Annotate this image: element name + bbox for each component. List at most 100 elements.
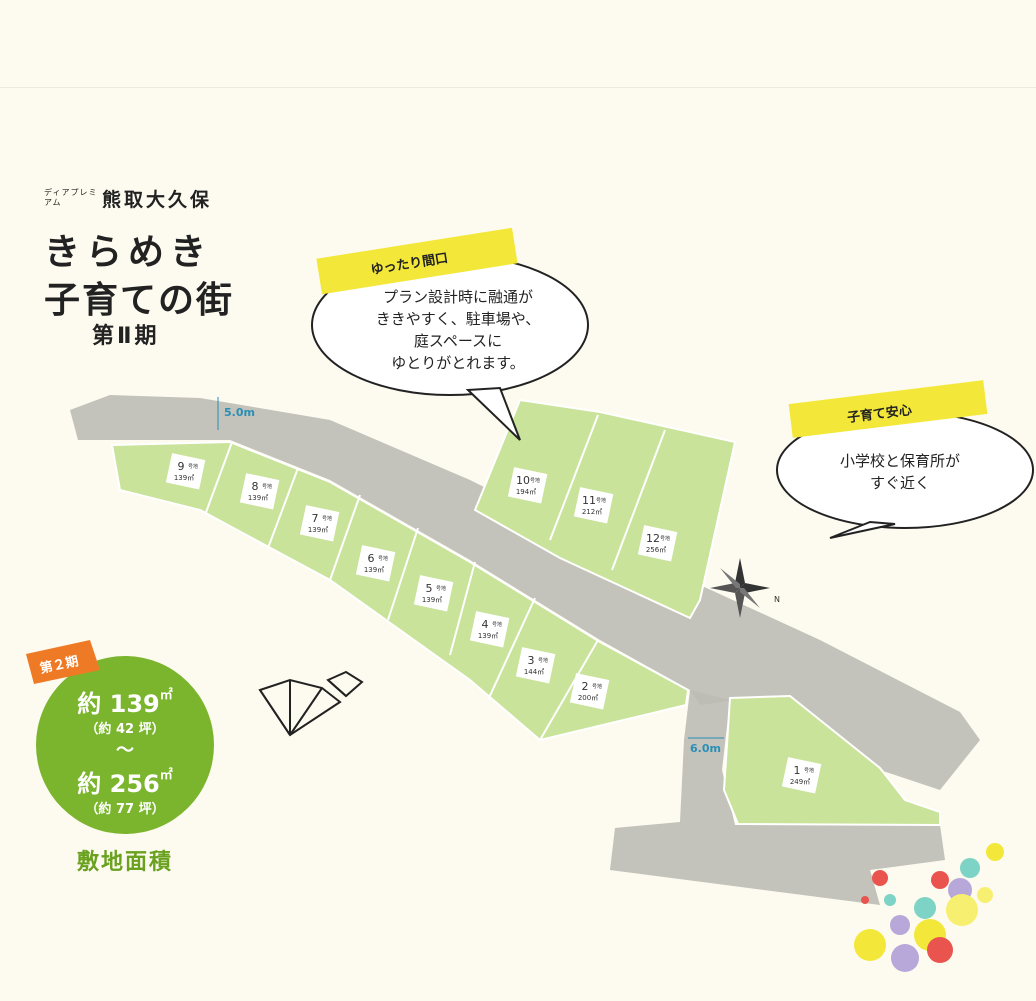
callout-frontage-line-2: ききやすく、駐車場や、	[376, 310, 541, 328]
callout-frontage-line-1: プラン設計時に融通が	[383, 288, 533, 306]
lot-11-area: 212㎡	[582, 508, 602, 516]
callout-frontage-line-3: 庭スペースに	[414, 332, 502, 350]
lot-7-suffix: 号地	[322, 515, 332, 522]
lot-blocks	[110, 398, 941, 827]
lot-1-number: 1	[794, 764, 801, 777]
lot-6-suffix: 号地	[378, 555, 388, 562]
callout-frontage: ゆったり間口 プラン設計時に融通が ききやすく、駐車場や、 庭スペースに ゆとり…	[311, 227, 589, 441]
lot-8-marker	[239, 473, 280, 510]
lot-12-number: 12	[646, 532, 660, 545]
lot-2-marker	[569, 673, 610, 710]
lot-10-area: 194㎡	[516, 488, 536, 496]
decorative-hexagons	[854, 843, 1004, 972]
title-block: ディアプレミアム 熊取大久保 きらめき 子育ての街 第Ⅱ期	[44, 185, 304, 355]
lot-8-suffix: 号地	[262, 483, 272, 490]
phase-badge-text: 第２期	[38, 653, 79, 677]
area-min-unit: ㎡	[159, 688, 173, 703]
lot-6-number: 6	[368, 552, 375, 565]
lot-5-suffix: 号地	[436, 585, 446, 592]
lot-9-area: 139㎡	[174, 474, 194, 482]
lot-2-number: 2	[582, 680, 589, 693]
lot-10-suffix: 号地	[530, 477, 540, 484]
callout-childcare: 子育て安心 小学校と保育所が すぐ近く	[776, 380, 1034, 539]
lot-9-suffix: 号地	[188, 463, 198, 470]
lot-11-marker	[573, 487, 614, 524]
top-header-bar	[0, 0, 1036, 88]
area-min-value: 約 139	[77, 690, 160, 718]
lot-3-marker	[515, 647, 556, 684]
lot-9-marker	[165, 453, 206, 490]
lot-8-area: 139㎡	[248, 494, 268, 502]
lot-10-marker	[507, 467, 548, 504]
main-road-width-label: 5.0m	[224, 406, 255, 419]
title-line-1: きらめき	[44, 232, 213, 273]
phase-badge: 第２期	[26, 640, 100, 684]
lot-5-marker	[413, 575, 454, 612]
site-area-circle: 約 139㎡ （約 42 坪） 〜 約 256㎡ （約 77 坪）	[36, 656, 214, 834]
phase-label: 第Ⅱ期	[92, 324, 160, 349]
lot-dividers	[204, 414, 666, 741]
lot-5-number: 5	[426, 582, 433, 595]
lot-1-marker	[781, 757, 822, 794]
area-max-tsubo: （約 77 坪）	[85, 802, 165, 817]
lot-10-number: 10	[516, 474, 530, 487]
lot-7-number: 7	[312, 512, 319, 525]
compass-north-label: N	[774, 595, 780, 604]
lot-2-area: 200㎡	[578, 694, 598, 702]
lot-4-number: 4	[482, 618, 489, 631]
site-area-caption: 敷地面積	[76, 850, 173, 875]
area-max-unit: ㎡	[159, 768, 173, 783]
brand-prefix: ディアプレミアム	[44, 188, 98, 207]
main-road	[70, 395, 980, 790]
lot-4-area: 139㎡	[478, 632, 498, 640]
east-lot-block	[722, 694, 941, 827]
lot-3-area: 144㎡	[524, 668, 544, 676]
callout-frontage-line-4: ゆとりがとれます。	[391, 354, 525, 372]
lot-2-suffix: 号地	[592, 683, 602, 690]
callout-childcare-line-1: 小学校と保育所が	[840, 452, 960, 470]
lot-6-area: 139㎡	[364, 566, 384, 574]
lot-11-suffix: 号地	[596, 497, 606, 504]
lot-3-suffix: 号地	[538, 657, 548, 664]
compass-rose: N	[710, 558, 780, 618]
lot-5-area: 139㎡	[422, 596, 442, 604]
lot-3-number: 3	[528, 654, 535, 667]
area-min-tsubo: （約 42 坪）	[85, 722, 165, 737]
area-max-value: 約 256	[77, 770, 160, 798]
side-road-width: 6.0m	[688, 737, 724, 755]
area-range-mark: 〜	[116, 740, 134, 761]
main-road-width: 5.0m	[217, 397, 255, 430]
diamond-icon	[258, 670, 364, 737]
callout-childcare-tag	[788, 380, 988, 438]
lot-9-number: 9	[178, 460, 185, 473]
lot-6-marker	[355, 545, 396, 582]
title-line-2: 子育ての街	[44, 280, 235, 321]
brand-name: 熊取大久保	[102, 189, 213, 211]
lot-4-marker	[469, 611, 510, 648]
side-road-width-label: 6.0m	[690, 742, 721, 755]
lot-4-suffix: 号地	[492, 621, 502, 628]
callout-childcare-line-2: すぐ近く	[870, 474, 930, 492]
lot-12-suffix: 号地	[660, 535, 670, 542]
lot-7-area: 139㎡	[308, 526, 328, 534]
callout-childcare-tag-text: 子育て安心	[846, 402, 912, 426]
lot-11-number: 11	[582, 494, 596, 507]
side-road	[610, 690, 945, 905]
lot-12-area: 256㎡	[646, 546, 666, 554]
lot-1-area: 249㎡	[790, 778, 810, 786]
lot-7-marker	[299, 505, 340, 542]
